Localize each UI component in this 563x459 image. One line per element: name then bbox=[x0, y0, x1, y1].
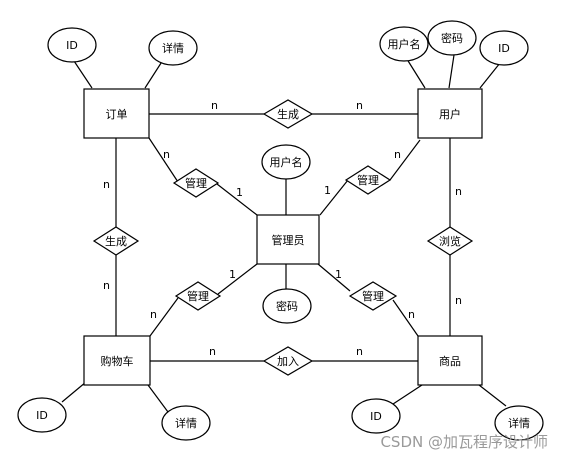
attribute-admin-name-label: 用户名 bbox=[270, 155, 303, 169]
line-user-to-manage bbox=[389, 139, 421, 181]
connectors bbox=[61, 54, 507, 413]
line-admin-to-manage-3 bbox=[217, 263, 258, 295]
relationship-admin-product: 管理 bbox=[348, 281, 398, 311]
cardinality-admin-cart-admin: 1 bbox=[229, 268, 236, 281]
relationship-cart-product: 加入 bbox=[262, 346, 314, 376]
cardinality-admin-order-order: n bbox=[163, 148, 170, 161]
attribute-order-id-label: ID bbox=[66, 39, 78, 52]
cardinality-user-product-user: n bbox=[455, 185, 462, 198]
attribute-product-id: ID bbox=[351, 398, 401, 434]
entity-order-label: 订单 bbox=[106, 108, 128, 121]
cardinality-admin-user-admin: 1 bbox=[324, 184, 331, 197]
attribute-admin-password-label: 密码 bbox=[276, 299, 298, 313]
cardinality-admin-product-admin: 1 bbox=[335, 268, 342, 281]
relationship-cart-product-label: 加入 bbox=[277, 355, 299, 368]
relationship-user-product: 浏览 bbox=[426, 226, 474, 256]
relationship-admin-product-label: 管理 bbox=[362, 289, 384, 303]
entity-user: 用户 bbox=[417, 88, 483, 139]
cardinality-order-user-left: n bbox=[211, 99, 218, 112]
cardinality-admin-order-admin: 1 bbox=[236, 186, 243, 199]
cardinality-cart-product-left: n bbox=[209, 345, 216, 358]
entity-admin-label: 管理员 bbox=[272, 233, 305, 247]
relationship-admin-order-label: 管理 bbox=[185, 176, 207, 190]
cardinality-labels: n n n 1 1 n n n n n 1 n 1 n n n bbox=[103, 99, 462, 358]
line-manage-to-product bbox=[392, 299, 419, 337]
attribute-user-id: ID bbox=[479, 30, 529, 66]
relationship-order-user: 生成 bbox=[262, 99, 314, 129]
cardinality-cart-product-right: n bbox=[356, 345, 363, 358]
entity-cart: 购物车 bbox=[83, 335, 151, 386]
cardinality-user-product-product: n bbox=[455, 294, 462, 307]
attribute-cart-detail-label: 详情 bbox=[175, 416, 197, 430]
line-manage-to-admin-1 bbox=[216, 183, 258, 216]
line-user-id bbox=[479, 62, 501, 89]
relationship-admin-user: 管理 bbox=[344, 165, 392, 195]
line-order-detail bbox=[144, 59, 164, 89]
cardinality-order-cart-cart: n bbox=[103, 279, 110, 292]
relationship-order-cart-label: 生成 bbox=[105, 234, 127, 248]
relationship-order-user-label: 生成 bbox=[277, 107, 299, 121]
relationship-admin-order: 管理 bbox=[172, 168, 220, 198]
attribute-order-detail-label: 详情 bbox=[162, 41, 184, 55]
line-admin-to-manage-4 bbox=[317, 263, 351, 292]
attribute-cart-id-label: ID bbox=[36, 409, 48, 422]
attribute-product-detail-label: 详情 bbox=[508, 416, 530, 430]
attribute-admin-password: 密码 bbox=[262, 288, 312, 324]
line-cart-detail bbox=[147, 384, 169, 413]
watermark-text: CSDN @加瓦程序设计师 bbox=[380, 433, 548, 451]
entity-user-label: 用户 bbox=[439, 107, 461, 121]
attribute-user-password-label: 密码 bbox=[441, 31, 463, 45]
attribute-user-name: 用户名 bbox=[379, 26, 429, 62]
cardinality-admin-user-user: n bbox=[394, 148, 401, 161]
line-manage-to-cart bbox=[149, 297, 179, 337]
attribute-product-id-label: ID bbox=[370, 410, 382, 423]
relationship-admin-cart-label: 管理 bbox=[187, 289, 209, 303]
attribute-order-detail: 详情 bbox=[148, 30, 198, 66]
relationship-admin-user-label: 管理 bbox=[357, 173, 379, 187]
attribute-admin-name: 用户名 bbox=[261, 144, 311, 180]
entity-order: 订单 bbox=[83, 88, 150, 139]
attribute-cart-id: ID bbox=[17, 397, 67, 433]
attribute-user-id-label: ID bbox=[498, 42, 510, 55]
relationship-user-product-label: 浏览 bbox=[439, 234, 461, 248]
attribute-product-detail: 详情 bbox=[494, 405, 544, 441]
entity-product: 商品 bbox=[417, 335, 483, 386]
relationship-admin-cart: 管理 bbox=[174, 281, 222, 311]
line-product-detail bbox=[478, 384, 507, 407]
line-product-id bbox=[389, 384, 423, 407]
entity-cart-label: 购物车 bbox=[101, 354, 134, 368]
relationship-order-cart: 生成 bbox=[92, 226, 140, 256]
cardinality-order-cart-order: n bbox=[103, 178, 110, 191]
cardinality-admin-product-product: n bbox=[408, 308, 415, 321]
entity-admin: 管理员 bbox=[256, 214, 320, 265]
cardinality-admin-cart-cart: n bbox=[150, 308, 157, 321]
line-order-to-manage bbox=[148, 137, 179, 183]
cardinality-order-user-right: n bbox=[356, 99, 363, 112]
entity-product-label: 商品 bbox=[439, 354, 461, 368]
attribute-cart-detail: 详情 bbox=[161, 405, 211, 441]
attribute-user-name-label: 用户名 bbox=[388, 37, 421, 51]
attribute-user-password: 密码 bbox=[427, 20, 477, 56]
line-manage-to-admin-2 bbox=[319, 179, 349, 216]
line-cart-id bbox=[61, 381, 87, 403]
line-user-password bbox=[448, 54, 455, 89]
attribute-order-id: ID bbox=[47, 27, 97, 63]
